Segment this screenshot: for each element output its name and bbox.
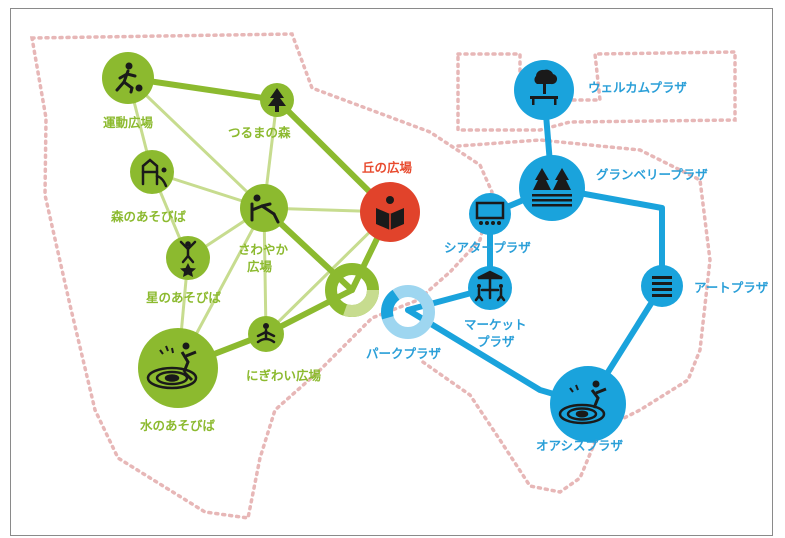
market-stall-icon xyxy=(474,270,506,302)
reclining-person-icon xyxy=(250,194,280,224)
label-park: パークプラザ xyxy=(366,346,442,361)
blue-hub-ring xyxy=(381,285,435,339)
art-stripes-icon xyxy=(652,276,672,297)
label-oasis: オアシスプラザ xyxy=(536,438,624,453)
twin-trees-icon xyxy=(532,168,572,207)
label-theater: シアタープラザ xyxy=(444,240,531,255)
label-hoshi: 星のあそびば xyxy=(146,290,222,305)
node-undou[interactable] xyxy=(102,52,154,104)
park-boundary-west xyxy=(29,32,494,520)
node-hoshi[interactable] xyxy=(166,236,210,280)
label-mori-asobiba: 森のあそびば xyxy=(111,209,187,224)
label-nigiwai: にぎわい広場 xyxy=(246,368,322,383)
green-hub-ring xyxy=(325,263,379,317)
node-art[interactable] xyxy=(641,265,683,307)
label-oka: 丘の広場 xyxy=(362,160,413,175)
node-cranberry[interactable] xyxy=(519,155,585,221)
label-market: マーケット xyxy=(464,317,527,332)
theater-screen-icon xyxy=(475,201,505,225)
label-art: アートプラザ xyxy=(694,280,769,295)
node-mizu[interactable] xyxy=(138,328,218,408)
label-sawayaka-2: 広場 xyxy=(247,259,273,274)
meditation-person-icon xyxy=(256,323,276,344)
node-sawayaka[interactable] xyxy=(240,184,288,232)
picnic-tree-icon xyxy=(530,69,558,105)
node-mori-asobiba[interactable] xyxy=(130,150,174,194)
label-mizu: 水のあそびば xyxy=(140,418,216,433)
node-oasis[interactable] xyxy=(550,366,626,442)
label-market-2: プラザ xyxy=(477,334,515,349)
node-market[interactable] xyxy=(468,266,512,310)
node-oka[interactable] xyxy=(360,182,420,242)
star-jump-icon xyxy=(179,240,197,277)
label-undou: 運動広場 xyxy=(103,115,154,130)
running-person-icon xyxy=(115,62,143,94)
playground-slide-icon xyxy=(141,158,168,188)
node-nigiwai[interactable] xyxy=(248,316,284,352)
label-cranberry: グランベリープラザ xyxy=(596,167,708,182)
node-tsuruma[interactable] xyxy=(260,83,294,117)
label-sawayaka: さわやか xyxy=(238,242,289,257)
water-fountain-icon xyxy=(146,342,198,390)
tree-icon xyxy=(268,88,286,112)
label-welcome: ウェルカムプラザ xyxy=(588,80,687,95)
label-tsuruma: つるまの森 xyxy=(228,125,291,140)
node-welcome[interactable] xyxy=(514,60,574,120)
node-theater[interactable] xyxy=(469,193,511,235)
oasis-fountain-icon xyxy=(558,380,607,425)
reading-book-icon xyxy=(376,196,404,230)
